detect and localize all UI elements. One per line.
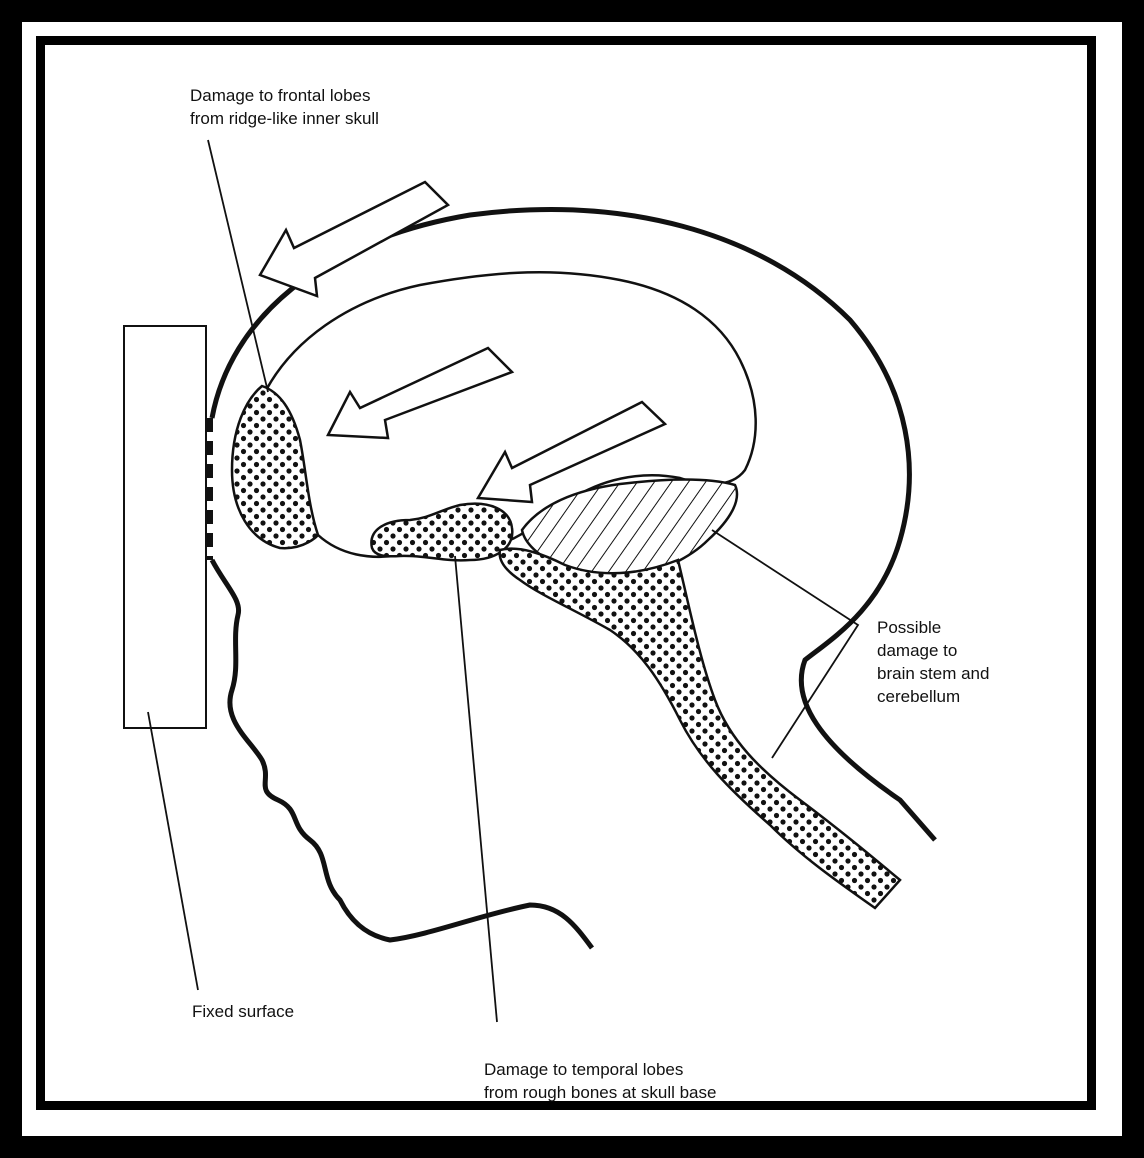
fixed-surface-block <box>124 326 206 728</box>
leader-fixed-surface <box>148 712 198 990</box>
label-brainstem-line-3: brain stem and <box>877 662 989 685</box>
label-brainstem-line-1: Possible <box>877 616 989 639</box>
frontal-damage-area <box>232 386 318 548</box>
label-temporal-line-1: Damage to temporal lobes <box>484 1058 716 1081</box>
face-profile <box>212 560 592 948</box>
motion-arrow-top <box>260 182 448 296</box>
label-temporal-damage: Damage to temporal lobes from rough bone… <box>484 1058 716 1104</box>
leader-temporal <box>455 556 497 1022</box>
label-fixed-surface: Fixed surface <box>192 1000 294 1023</box>
label-brainstem-damage: Possible damage to brain stem and cerebe… <box>877 616 989 708</box>
label-frontal-line-2: from ridge-like inner skull <box>190 107 379 130</box>
label-brainstem-line-2: damage to <box>877 639 989 662</box>
label-frontal-damage: Damage to frontal lobes from ridge-like … <box>190 84 379 130</box>
brain-stem-area <box>500 549 900 908</box>
leader-brainstem <box>712 530 858 758</box>
label-temporal-line-2: from rough bones at skull base <box>484 1081 716 1104</box>
label-brainstem-line-4: cerebellum <box>877 685 989 708</box>
temporal-damage-area <box>371 504 512 561</box>
label-frontal-line-1: Damage to frontal lobes <box>190 84 379 107</box>
motion-arrow-middle <box>328 348 512 438</box>
